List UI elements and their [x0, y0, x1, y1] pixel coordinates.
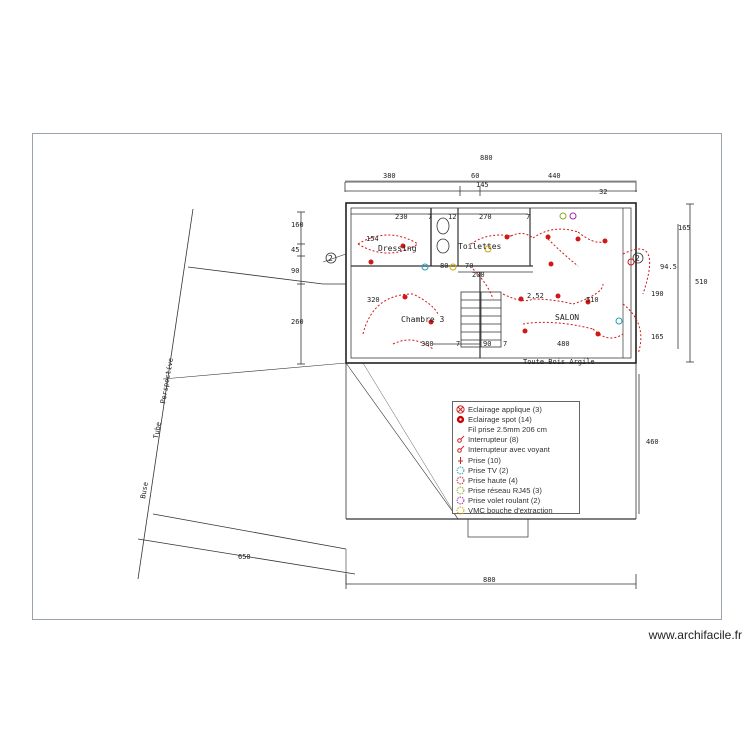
- switch-icon: [455, 435, 465, 445]
- outlet-icon: [455, 455, 465, 465]
- dim-top-right: 440: [548, 172, 561, 180]
- perspective-line: [137, 208, 194, 580]
- legend-item-label: Interrupteur avec voyant: [468, 445, 550, 455]
- dim-right-c: 94.5: [660, 263, 677, 271]
- note-perspective: Perspective: [159, 357, 175, 404]
- dim-right-b: 510: [695, 278, 708, 286]
- switch-light-icon: [455, 445, 465, 455]
- electrical-wiring: [357, 228, 651, 355]
- dim-left-c: 90: [291, 267, 299, 275]
- dim-left-b: 45: [291, 246, 299, 254]
- dim-in-7b: 7: [526, 213, 530, 221]
- applique-light-icon: [455, 404, 465, 414]
- dim-in-7a: 7: [428, 213, 432, 221]
- legend-item-label: Prise haute (4): [468, 475, 518, 485]
- legend-item-label: Interrupteur (8): [468, 435, 519, 445]
- dim-in-90: 90: [483, 340, 491, 348]
- note-bottom-wall: Toute Bois Argile: [523, 358, 595, 366]
- dim-bottom-left: 650: [238, 553, 251, 561]
- legend-item: Interrupteur avec voyant: [455, 445, 577, 455]
- dim-bottom-total: 880: [483, 576, 496, 584]
- room-label-dressing: Dressing: [378, 244, 417, 253]
- dim-right-a: 165: [678, 224, 691, 232]
- dim-in-380: 380: [421, 340, 434, 348]
- high-outlet-icon: [455, 475, 465, 485]
- rj45-outlet-icon: [455, 486, 465, 496]
- toilet-fixture: [436, 217, 450, 235]
- dim-top-left: 380: [383, 172, 396, 180]
- legend-item: VMC bouche d'extraction: [455, 506, 577, 516]
- legend-item-label: Prise réseau RJ45 (3): [468, 486, 542, 496]
- room-label-salon: SALON: [555, 313, 579, 322]
- sink-fixture: [436, 238, 450, 254]
- dim-in-12: 12: [448, 213, 456, 221]
- legend-item-label: Prise (10): [468, 455, 501, 465]
- dim-right-e: 165: [651, 333, 664, 341]
- dim-right-d: 190: [651, 290, 664, 298]
- note-buse: Buse: [139, 481, 150, 499]
- dim-in-200: 200: [472, 271, 485, 279]
- dim-left-a: 160: [291, 221, 304, 229]
- drawing-sheet: 2 2: [32, 133, 722, 620]
- dim-in-320: 320: [367, 296, 380, 304]
- dim-in-7c: 7: [456, 340, 460, 348]
- room-label-toilettes: Toilettes: [458, 242, 502, 251]
- floor-plan: 2 2: [137, 154, 708, 589]
- legend-item-label: Fil prise 2.5mm 206 cm: [468, 424, 547, 434]
- legend-item: Interrupteur (8): [455, 435, 577, 445]
- legend-item-label: Eclairage spot (14): [468, 414, 532, 424]
- legend-item: Prise (10): [455, 455, 577, 465]
- dim-top-mid-b: 145: [476, 181, 489, 189]
- tv-outlet-icon: [455, 465, 465, 475]
- section-marker-right: 2: [635, 254, 640, 263]
- legend-item: Prise volet roulant (2): [455, 496, 577, 506]
- legend-item: Fil prise 2.5mm 206 cm: [455, 424, 577, 434]
- electrical-legend: Eclairage applique (3)Eclairage spot (14…: [452, 401, 580, 516]
- legend-item-label: Prise volet roulant (2): [468, 496, 541, 506]
- note-tube: Tube: [152, 421, 163, 439]
- dim-top-mid-a: 60: [471, 172, 479, 180]
- dim-in-480: 480: [557, 340, 570, 348]
- dim-in-70: 70: [465, 262, 473, 270]
- electrical-symbols: [368, 212, 635, 337]
- legend-item: Eclairage spot (14): [455, 414, 577, 424]
- section-marker-left: 2: [328, 254, 333, 263]
- dim-in-7d: 7: [503, 340, 507, 348]
- staircase: [460, 291, 502, 348]
- legend-item: Prise haute (4): [455, 475, 577, 485]
- dim-top-total: 880: [480, 154, 493, 162]
- dim-in-230: 230: [395, 213, 408, 221]
- room-label-chambre: Chambre 3: [401, 315, 445, 324]
- dim-right-side: 460: [646, 438, 659, 446]
- outer-wall: [345, 202, 637, 364]
- spot-light-icon: [455, 414, 465, 424]
- legend-item-label: Prise TV (2): [468, 465, 509, 475]
- legend-item-label: VMC bouche d'extraction: [468, 506, 553, 516]
- dim-in-154: 154: [366, 235, 379, 243]
- vmc-icon: [455, 506, 465, 516]
- legend-item: Prise TV (2): [455, 465, 577, 475]
- dim-in-270: 270: [479, 213, 492, 221]
- dim-left-d: 260: [291, 318, 304, 326]
- legend-item: Prise réseau RJ45 (3): [455, 486, 577, 496]
- legend-item: Eclairage applique (3): [455, 404, 577, 414]
- shutter-outlet-icon: [455, 496, 465, 506]
- dim-in-252: 2,52: [527, 292, 544, 300]
- dim-in-80: 80: [440, 262, 448, 270]
- legend-item-label: Eclairage applique (3): [468, 404, 542, 414]
- legend-blank-symbol: [455, 424, 465, 434]
- dim-in-510: 510: [586, 296, 599, 304]
- watermark-text: www.archifacile.fr: [648, 628, 742, 642]
- dim-right-f: 32: [599, 188, 607, 196]
